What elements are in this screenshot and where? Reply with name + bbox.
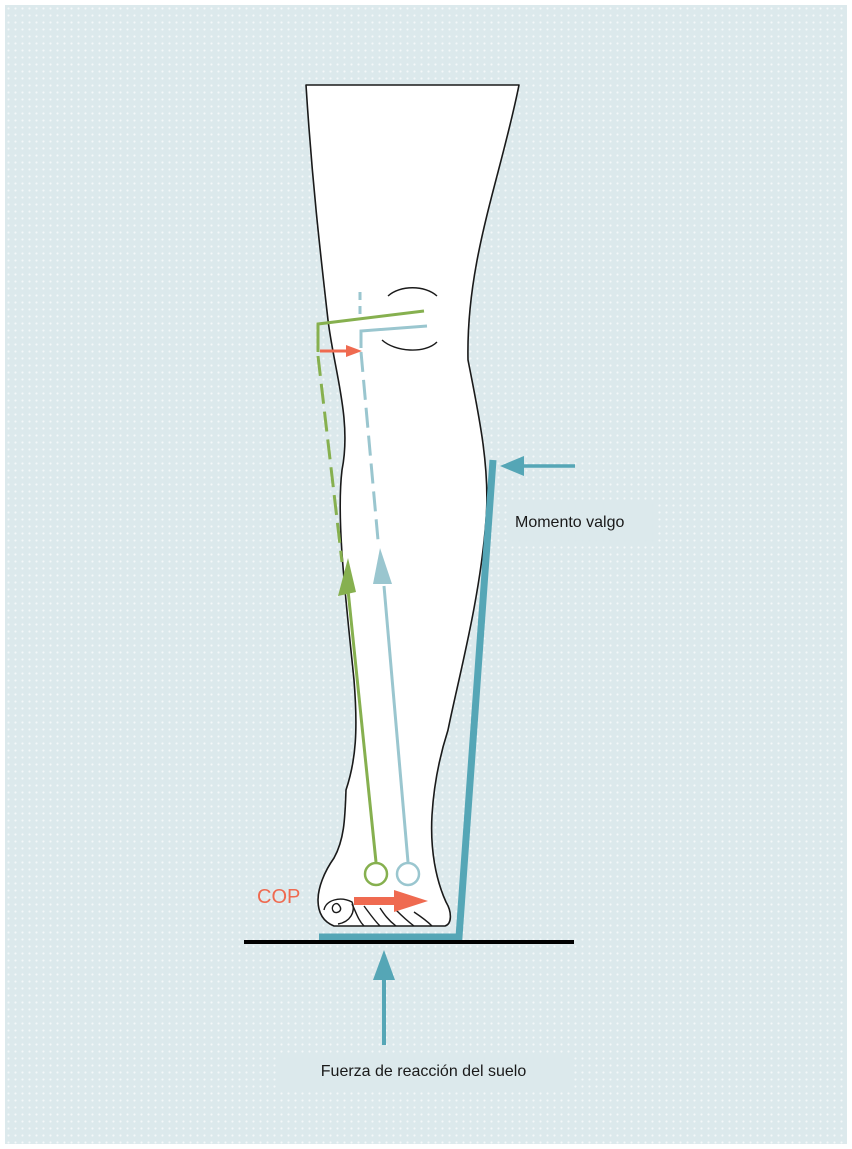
ground-reaction-force-label: Fuerza de reacción del suelo — [277, 1053, 570, 1091]
valgus-moment-arrow-icon — [500, 456, 575, 476]
ground-reaction-arrow-icon — [373, 950, 395, 1045]
valgus-moment-label: Momento valgo — [510, 502, 656, 544]
cop-label: COP — [257, 886, 300, 909]
